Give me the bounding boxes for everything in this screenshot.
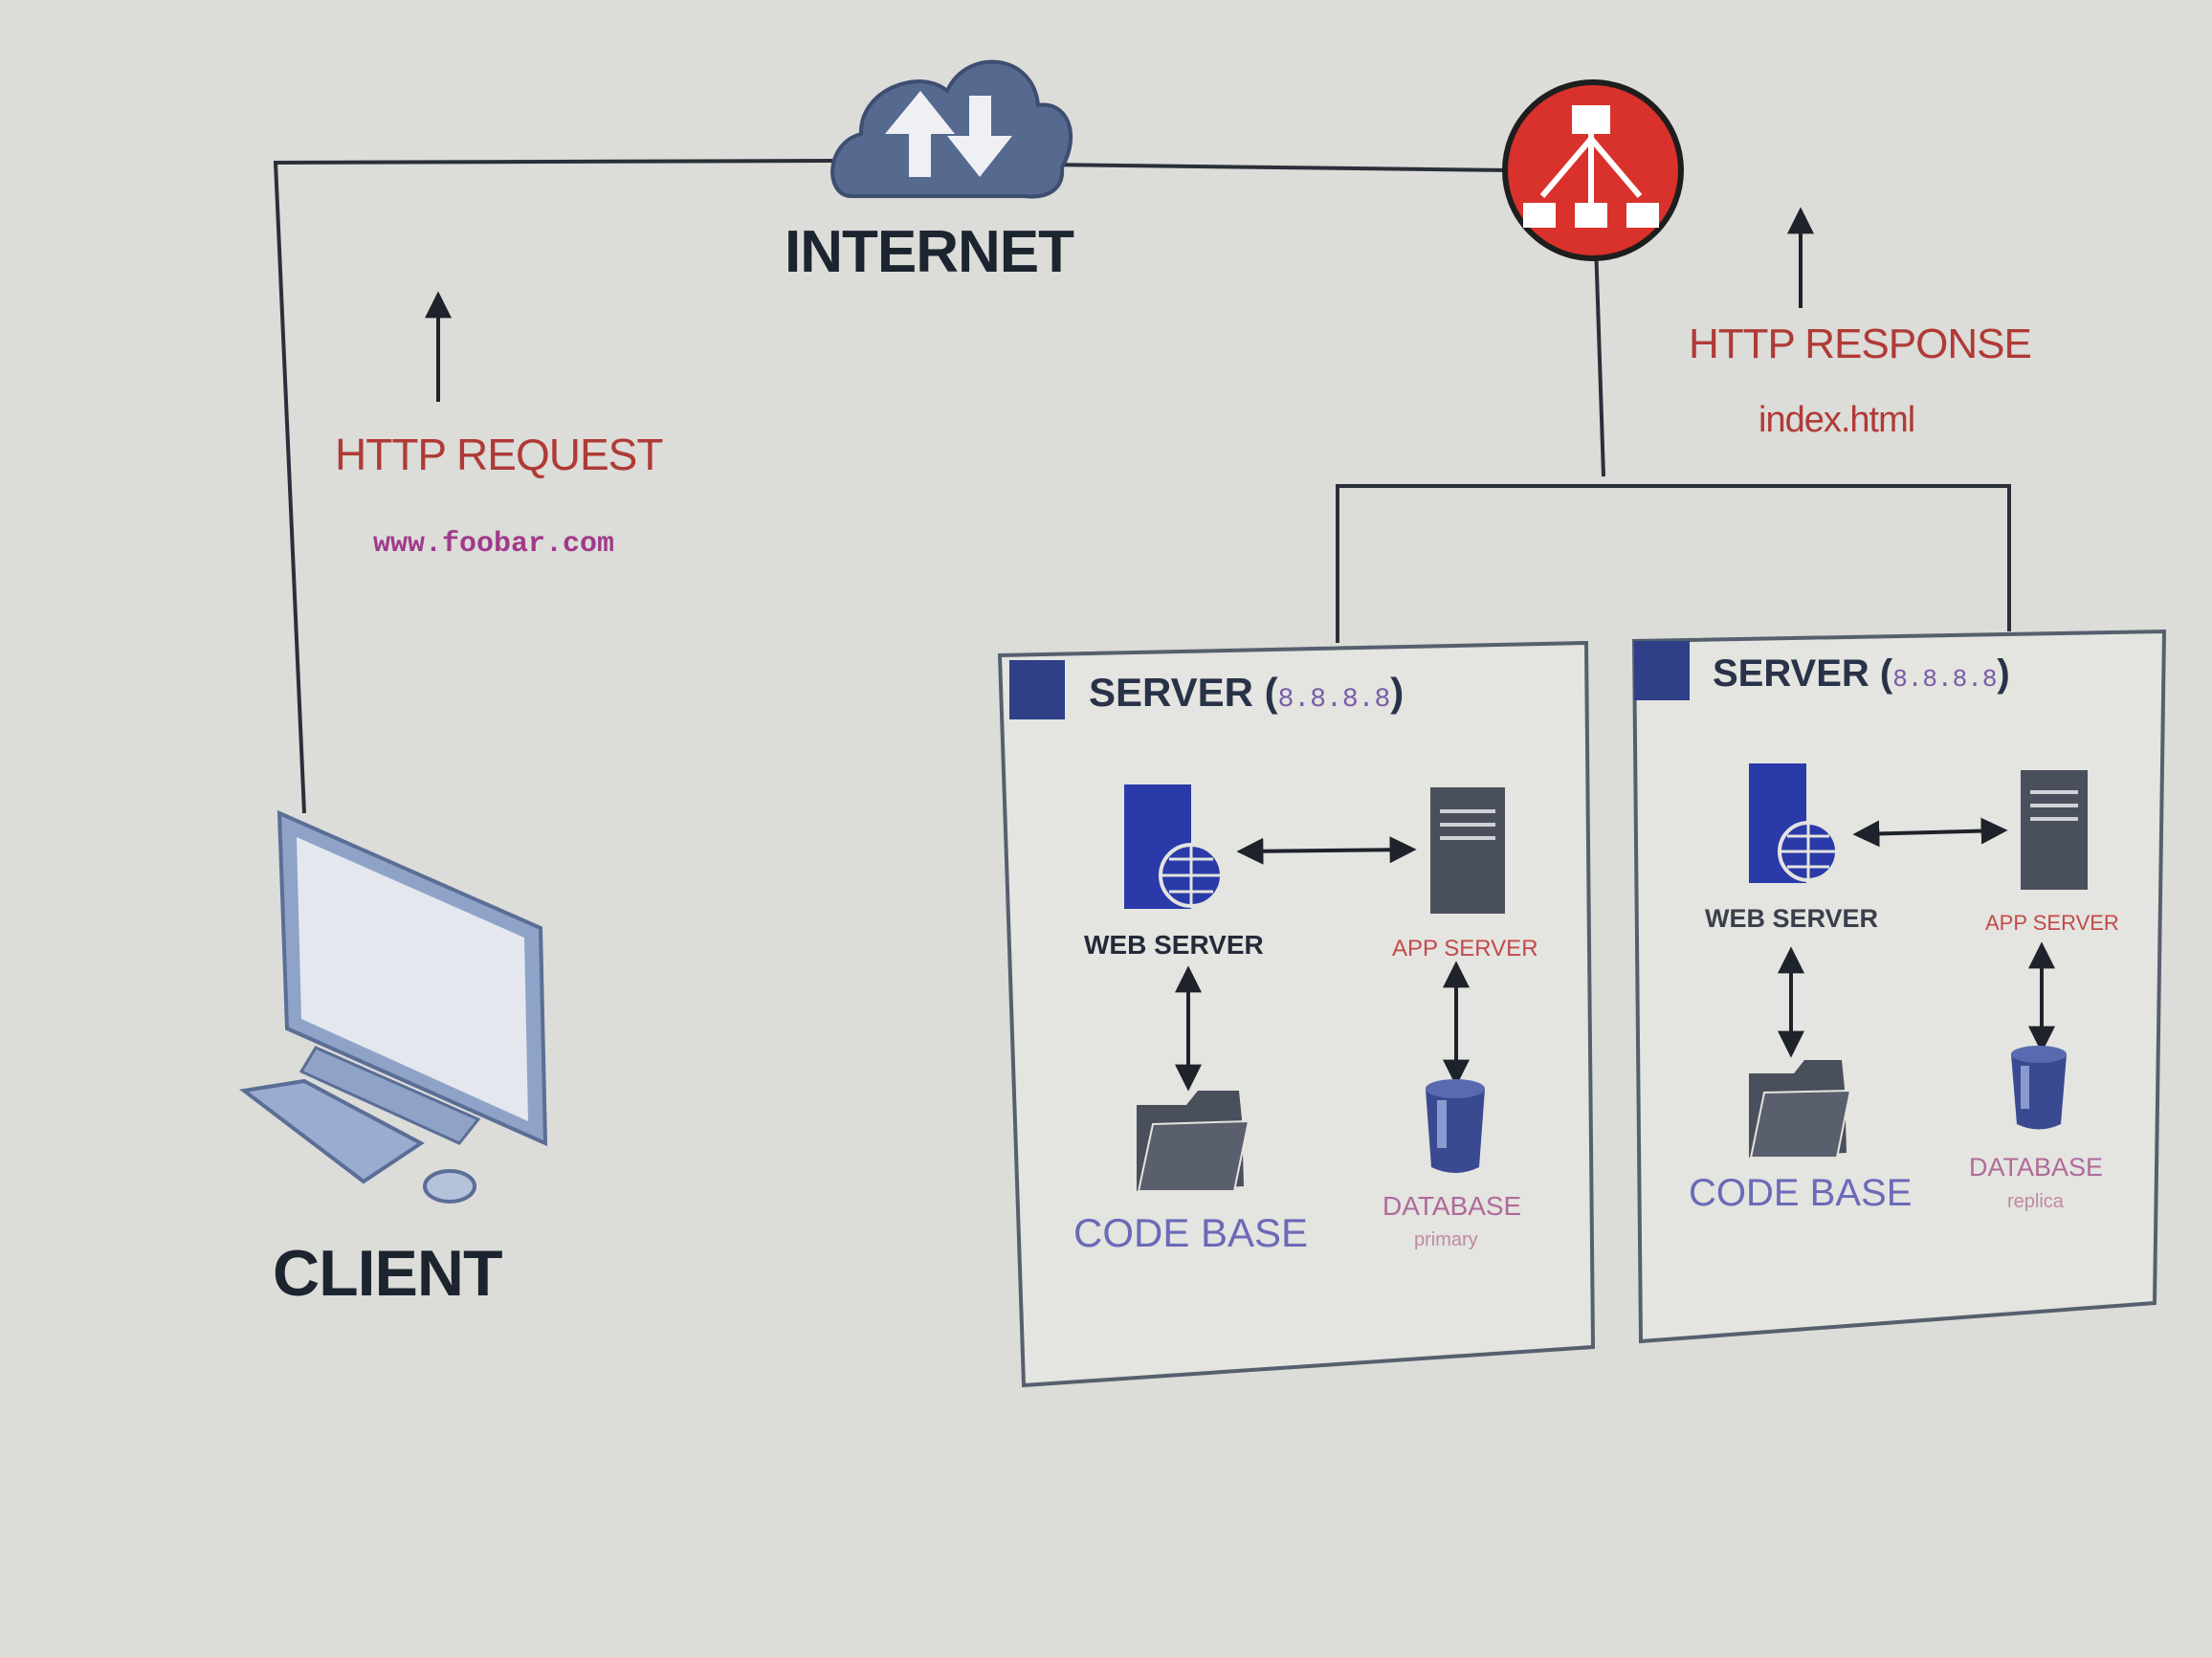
server-title: SERVER ( [1089, 670, 1278, 715]
client-label: CLIENT [273, 1237, 503, 1310]
server-ip: 8.8.8.8 [1892, 665, 1998, 694]
server-title: SERVER ( [1713, 652, 1893, 695]
database-icon [1426, 1079, 1485, 1173]
app-server-label: APP SERVER [1985, 911, 2119, 935]
web-app-arrow [1236, 836, 1417, 865]
app-server-icon [2021, 770, 2088, 890]
app-server-label: APP SERVER [1392, 936, 1538, 961]
database-label: DATABASE [1382, 1191, 1522, 1221]
server-header: SERVER (8.8.8.8) [1713, 652, 2010, 696]
web-server-icon [1124, 784, 1224, 909]
database-role: primary [1414, 1229, 1478, 1250]
server-title-close: ) [1997, 652, 2010, 695]
code-base-label: CODE BASE [1073, 1210, 1309, 1255]
server-box-replica [1631, 629, 2167, 1344]
balancer-down-line [1594, 243, 1605, 477]
internet-label: INTERNET [785, 219, 1074, 285]
server-title-close: ) [1390, 670, 1405, 715]
load-balancer-icon [1502, 79, 1684, 261]
http-request-label: HTTP REQUEST [335, 430, 663, 479]
internet-to-balancer-line [1042, 163, 1513, 172]
server-box-primary [997, 640, 1596, 1388]
server-ip: 8.8.8.8 [1277, 685, 1391, 715]
balancer-split-line [1336, 484, 2011, 643]
code-base-label: CODE BASE [1689, 1172, 1913, 1214]
web-server-icon [1749, 763, 1839, 883]
folder-icon [1137, 1091, 1250, 1192]
database-label: DATABASE [1969, 1153, 2104, 1182]
client-to-internet-line [273, 159, 833, 814]
request-url: www.foobar.com [373, 528, 615, 561]
cloud-icon [830, 59, 1073, 199]
server-tag-icon [1009, 660, 1065, 719]
app-server-icon [1430, 787, 1505, 914]
web-server-label: WEB SERVER [1084, 930, 1264, 960]
web-server-label: WEB SERVER [1705, 904, 1879, 933]
computer-icon [239, 809, 548, 1204]
database-icon [2011, 1046, 2067, 1130]
folder-icon [1749, 1060, 1852, 1159]
response-file: index.html [1759, 400, 1915, 440]
connector-lines [273, 159, 2011, 814]
web-app-arrow [1852, 817, 2008, 848]
server-header: SERVER (8.8.8.8) [1089, 670, 1404, 716]
http-response-label: HTTP RESPONSE [1689, 320, 2032, 367]
server-tag-icon [1634, 641, 1690, 700]
database-role: replica [2007, 1191, 2064, 1212]
